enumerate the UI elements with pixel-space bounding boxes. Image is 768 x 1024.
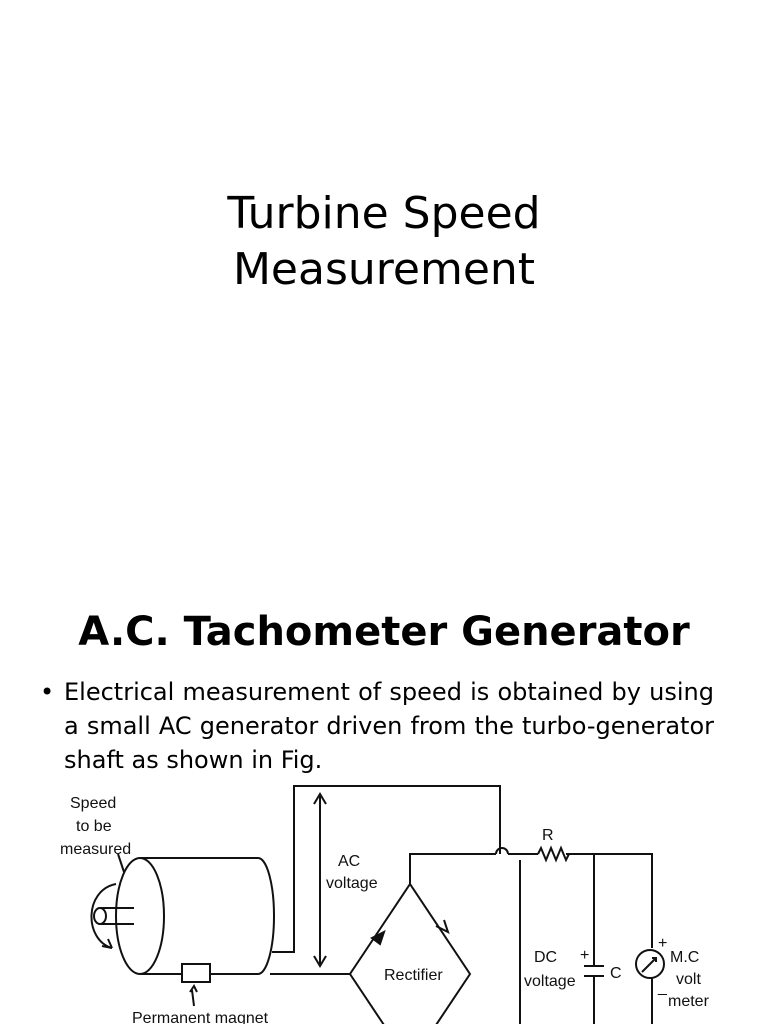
bullet-item: • Electrical measurement of speed is obt… bbox=[40, 675, 714, 777]
dc-voltage-label-2: voltage bbox=[524, 973, 576, 990]
ac-wire-top bbox=[272, 785, 501, 953]
capacitor-plus: + bbox=[580, 947, 589, 964]
rectifier-label: Rectifier bbox=[384, 967, 443, 984]
generator-front-face bbox=[115, 857, 165, 975]
shaft-end bbox=[93, 907, 107, 925]
resistor-label: R bbox=[542, 827, 554, 844]
slide-title-line1: Turbine Speed bbox=[227, 188, 541, 239]
bullet-icon: • bbox=[40, 678, 55, 706]
ac-voltage-label-1: AC bbox=[338, 853, 360, 870]
rectifier-bridge bbox=[348, 882, 472, 1024]
ac-voltage-label-2: voltage bbox=[326, 875, 378, 892]
permanent-magnet bbox=[181, 963, 211, 983]
resistor bbox=[537, 845, 570, 863]
magnet-label: Permanent magnet bbox=[132, 1010, 269, 1024]
capacitor-label: C bbox=[610, 965, 622, 982]
meter-plus: + bbox=[658, 935, 667, 952]
speed-label-1: Speed bbox=[70, 795, 116, 812]
dc-voltage-label-1: DC bbox=[534, 949, 557, 966]
speed-label-3: measured bbox=[60, 841, 131, 858]
bullet-text: Electrical measurement of speed is obtai… bbox=[64, 678, 714, 774]
meter-label-3: meter bbox=[668, 993, 710, 1010]
generator-body bbox=[140, 857, 275, 975]
voltmeter bbox=[635, 949, 665, 979]
slide-title-line2: Measurement bbox=[232, 244, 536, 295]
meter-label-2: volt bbox=[676, 971, 701, 988]
generator-shaft bbox=[100, 907, 134, 925]
speed-label-2: to be bbox=[76, 818, 112, 835]
tachometer-circuit-diagram: Speed to be measured AC voltage Rectifie… bbox=[60, 785, 710, 1024]
slide-title: Turbine Speed Measurement bbox=[0, 186, 768, 298]
meter-minus: _ bbox=[657, 979, 668, 996]
section-heading: A.C. Tachometer Generator bbox=[78, 609, 690, 655]
rotation-arrow-icon bbox=[90, 883, 117, 949]
meter-label-1: M.C bbox=[670, 949, 699, 966]
